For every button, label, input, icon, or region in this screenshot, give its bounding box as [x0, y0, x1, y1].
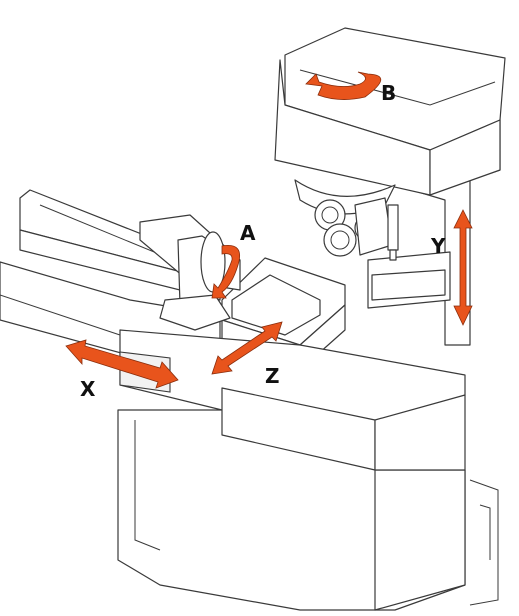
x-axis-arrow [65, 339, 179, 389]
axis-label-z: Z [265, 364, 280, 388]
axis-label-y: Y [430, 234, 446, 258]
work-platform [119, 329, 466, 471]
axis-label-a: A [240, 221, 256, 245]
b-rotation-arrow [305, 71, 382, 100]
a-rotation-arrow [211, 245, 241, 299]
a-axis-head [139, 214, 241, 331]
y-axis-arrow [453, 209, 473, 326]
b-axis-head [274, 27, 506, 196]
axis-label-b: B [381, 81, 396, 105]
spindle-assembly [294, 179, 399, 261]
z-axis-arrow [211, 321, 283, 375]
machine-base [117, 394, 499, 611]
axis-label-x: X [80, 377, 96, 401]
